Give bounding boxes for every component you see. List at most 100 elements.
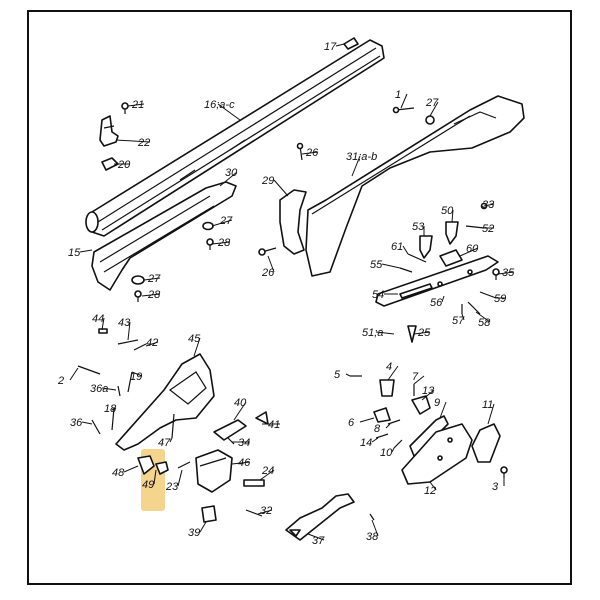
callout-leader-28b: [141, 293, 161, 297]
callout-label-12: 12: [424, 485, 436, 497]
callout-label-9: 9: [434, 397, 440, 409]
part-block-46: [195, 449, 233, 493]
callout-leader-48: [123, 465, 139, 473]
part-screw-26-low: [258, 247, 277, 256]
callout-leader-47: [169, 437, 173, 443]
callout-leader-27b: [211, 219, 233, 227]
callout-leader-36: [81, 421, 93, 425]
part-part-4: [379, 379, 395, 397]
part-pin-42: [133, 343, 147, 351]
part-barrel: [85, 39, 385, 237]
callout-leader-33: [483, 203, 495, 207]
callout-label-49: 49: [142, 479, 154, 491]
part-plate-12: [401, 423, 473, 485]
callout-leader-37: [307, 533, 325, 541]
part-part-8: [387, 419, 401, 425]
callout-label-4: 4: [386, 361, 392, 373]
callout-label-28b: 28: [147, 289, 161, 301]
callout-label-33: 33: [482, 199, 495, 211]
part-pin-19: [127, 371, 133, 393]
callout-label-51: 51;a: [362, 327, 383, 339]
part-trigger-53: [419, 235, 433, 259]
part-screw-28-mid: [206, 238, 214, 250]
callout-leader-7: [413, 375, 425, 385]
callout-leader-30: [219, 171, 238, 187]
callout-leader-12: [429, 481, 437, 491]
callout-leader-21: [127, 103, 145, 107]
part-lever-47: [171, 413, 175, 439]
callout-leader-27c: [143, 277, 161, 281]
callout-label-24: 24: [261, 465, 274, 477]
part-rod-54: [399, 283, 433, 299]
part-spring-59: [479, 291, 497, 299]
part-pin-36: [91, 419, 101, 435]
part-pin-55: [399, 267, 413, 273]
callout-leader-35: [497, 271, 515, 275]
callout-leader-36a: [101, 387, 117, 391]
part-hammer-11: [471, 423, 501, 463]
callout-leader-5: [345, 373, 351, 377]
part-nut-27-low: [131, 275, 145, 285]
part-spring-24: [243, 479, 265, 487]
callout-label-50: 50: [441, 205, 454, 217]
callout-label-22: 22: [137, 137, 150, 149]
callout-leader-14: [371, 437, 379, 443]
part-part-13: [411, 395, 431, 415]
callout-leader-43: [127, 321, 131, 341]
part-pin-61: [407, 253, 427, 263]
part-part-49: [155, 461, 169, 475]
callout-label-16: 16;a-c: [204, 99, 235, 111]
callout-label-27b: 27: [219, 215, 233, 227]
part-part-6: [373, 407, 391, 423]
part-screw-26-top: [296, 142, 304, 161]
callout-leader-15: [79, 249, 93, 253]
part-pin-14: [375, 433, 389, 439]
part-screw-35: [492, 268, 500, 280]
callout-label-61: 61: [391, 241, 403, 253]
part-nut-27-mid: [202, 221, 214, 231]
callout-label-27c: 27: [147, 273, 161, 285]
callout-label-17: 17: [324, 41, 337, 53]
callout-label-30: 30: [225, 167, 238, 179]
callout-leader-25: [413, 331, 431, 335]
callout-leader-44: [101, 317, 105, 331]
callout-label-23: 23: [165, 481, 179, 493]
part-pin-38: [369, 513, 375, 521]
callout-label-26a: 26: [305, 147, 319, 159]
part-buttplate: [279, 189, 307, 255]
callout-leader-24: [259, 469, 275, 481]
part-lever-40: [213, 419, 247, 441]
callout-label-57: 57: [452, 315, 465, 327]
callout-leader-55: [381, 263, 401, 269]
callout-label-36a: 36a: [90, 383, 108, 395]
callout-leader-58: [475, 311, 491, 323]
callout-label-42: 42: [146, 337, 158, 349]
callout-label-15: 15: [68, 247, 81, 259]
part-pin-34: [227, 437, 235, 445]
callout-leader-9: [439, 401, 447, 419]
callout-label-18: 18: [104, 403, 117, 415]
callout-label-13: 13: [422, 385, 435, 397]
part-buttstock: [305, 95, 525, 277]
callout-label-48: 48: [112, 467, 125, 479]
part-spring-23: [177, 461, 191, 469]
callout-label-46: 46: [238, 457, 251, 469]
callout-label-53: 53: [412, 221, 425, 233]
callout-leader-32: [257, 509, 273, 515]
part-nut-27-stock: [425, 115, 435, 125]
callout-label-26b: 26: [261, 267, 275, 279]
callout-leader-56: [441, 295, 445, 303]
callout-label-20: 20: [117, 159, 131, 171]
callout-leader-2: [69, 367, 79, 381]
part-receiver-45: [115, 353, 215, 451]
callout-label-3: 3: [492, 481, 499, 493]
callout-label-45: 45: [188, 333, 201, 345]
callout-label-39: 39: [188, 527, 200, 539]
callout-leader-39: [199, 521, 207, 533]
part-pin-43: [117, 339, 139, 345]
callout-label-14: 14: [360, 437, 372, 449]
callout-leader-10: [391, 447, 395, 453]
callout-label-36: 36: [70, 417, 83, 429]
